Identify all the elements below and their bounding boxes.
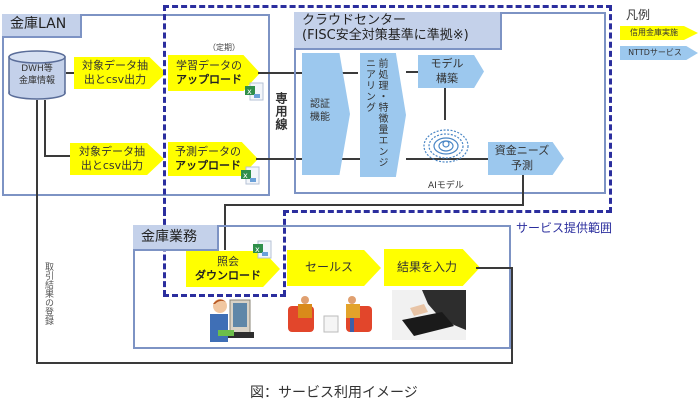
dwh-database: DWH等 金庫情報 [8, 50, 66, 100]
connector [444, 88, 446, 120]
lan-box [2, 14, 270, 196]
periodic-note: （定期） [208, 43, 240, 52]
step-text: 予測 [511, 158, 533, 172]
step-text: ダウンロード [195, 269, 261, 282]
service-scope-boundary [163, 5, 612, 213]
legend-label: 信用金庫実施 [630, 27, 678, 37]
legend-label: NTTDサービス [628, 47, 682, 57]
feedback-line [36, 362, 513, 364]
ai-model-label: AIモデル [428, 181, 464, 191]
step-text: セールス [304, 260, 353, 275]
figure-caption: 図：サービス利用イメージ [250, 385, 418, 401]
step-text: 出とcsv出力 [83, 73, 147, 86]
step-text: 予測データの [175, 144, 241, 158]
excel-csv-icon: x [244, 82, 264, 101]
step-model-build: モデル 構築 [418, 55, 484, 88]
operations-box [133, 225, 511, 349]
cloud-box-title: クラウドセンター (FISC安全対策基準に準拠※) [294, 12, 502, 50]
step-text: アップロード [176, 73, 242, 86]
step-preprocessing [360, 53, 406, 177]
svg-text:x: x [247, 87, 252, 96]
step-text: 出とcsv出力 [80, 159, 144, 172]
connector [522, 175, 524, 205]
dwh-label-line2: 金庫情報 [18, 75, 55, 86]
ai-model-icon [420, 124, 474, 172]
connector [44, 155, 70, 157]
person-at-computer-illustration [206, 294, 256, 346]
step-text: 資金ニーズ [494, 144, 550, 158]
connector [224, 204, 524, 206]
step-text: アップロード [175, 159, 241, 172]
step-text: 学習データの [176, 58, 242, 72]
step-extract-top: 対象データ抽 出とcsv出力 [74, 57, 166, 89]
step-text: モデル [430, 57, 464, 71]
cloud-title-line2: (FISC安全対策基準に準拠※) [302, 27, 469, 43]
step-funding-forecast: 資金ニーズ 予測 [488, 142, 564, 175]
step-text: 対象データ抽 [82, 58, 148, 72]
connector [476, 267, 512, 269]
service-scope-dash-bottom [283, 210, 612, 213]
service-scope-dash-inner [283, 210, 286, 296]
step-extract-bottom: 対象データ抽 出とcsv出力 [70, 143, 164, 175]
sales-meeting-illustration [288, 294, 374, 334]
service-scope-dash-bottom-low [163, 294, 286, 297]
connector [66, 72, 74, 74]
svg-text:x: x [243, 171, 248, 180]
step-text: 結果を入力 [396, 259, 457, 274]
operations-box-title: 金庫業務 [133, 225, 219, 251]
dedicated-line-label: 専用線 [274, 92, 288, 131]
step-authentication [302, 53, 350, 175]
service-scope-dash-left-low [163, 210, 166, 296]
connector [406, 158, 488, 160]
connector [406, 71, 420, 73]
feedback-line [36, 100, 38, 363]
auth-label: 認証機能 [310, 99, 330, 123]
excel-csv-icon: x [252, 240, 272, 259]
connector [511, 267, 513, 363]
step-text: 照会 [217, 254, 239, 268]
step-upload-training: 学習データの アップロード [168, 55, 260, 91]
database-icon [8, 50, 66, 100]
preprocess-label: 前処理・特徴量エンジニアリング [363, 58, 388, 168]
legend-item-nttd-service: NTTDサービス [620, 46, 698, 60]
step-enter-results: 結果を入力 [384, 249, 480, 286]
legend-title: 凡例 [626, 8, 651, 22]
step-sales: セールス [287, 250, 381, 286]
tablet-input-photo [392, 290, 466, 340]
connector [44, 100, 46, 156]
cloud-title-line1: クラウドセンター [302, 13, 407, 28]
step-text: 対象データ抽 [79, 144, 145, 158]
svg-text:x: x [255, 245, 260, 254]
step-text: 構築 [436, 71, 458, 85]
legend-item-credit-union: 信用金庫実施 [620, 26, 698, 40]
excel-csv-icon: x [240, 166, 260, 185]
connector [224, 204, 226, 250]
feedback-label: 取引結果の登録 [43, 262, 53, 325]
lan-box-title: 金庫LAN [2, 14, 82, 38]
service-scope-label: サービス提供範囲 [516, 221, 613, 235]
dwh-label-line1: DWH等 [21, 64, 53, 74]
